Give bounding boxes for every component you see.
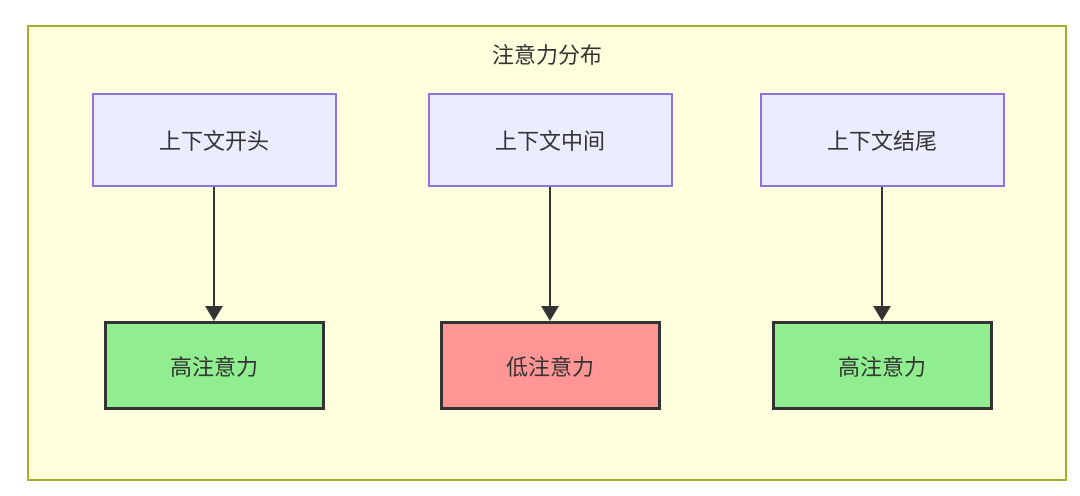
- node-low-attention-middle: 低注意力: [439, 321, 661, 410]
- arrow-down-icon: [873, 187, 891, 321]
- arrow-down-icon: [541, 187, 559, 321]
- attention-distribution-group: 注意力分布 上下文开头 高注意力 上下文中间 低注意力 上下文结尾 高注意力: [27, 25, 1067, 481]
- flow-column-context-end: 上下文结尾 高注意力: [759, 93, 1005, 410]
- node-context-end: 上下文结尾: [759, 93, 1005, 187]
- node-high-attention-left: 高注意力: [103, 321, 325, 410]
- diagram-title: 注意力分布: [491, 43, 602, 68]
- arrowhead-icon: [205, 306, 223, 321]
- arrow-shaft: [213, 187, 215, 306]
- node-context-middle: 上下文中间: [427, 93, 673, 187]
- arrowhead-icon: [873, 306, 891, 321]
- node-high-attention-right: 高注意力: [771, 321, 993, 410]
- flow-column-context-start: 上下文开头 高注意力: [91, 93, 337, 410]
- arrow-down-icon: [205, 187, 223, 321]
- arrow-shaft: [549, 187, 551, 306]
- flow-column-context-middle: 上下文中间 低注意力: [427, 93, 673, 410]
- arrowhead-icon: [541, 306, 559, 321]
- arrow-shaft: [881, 187, 883, 306]
- node-context-start: 上下文开头: [91, 93, 337, 187]
